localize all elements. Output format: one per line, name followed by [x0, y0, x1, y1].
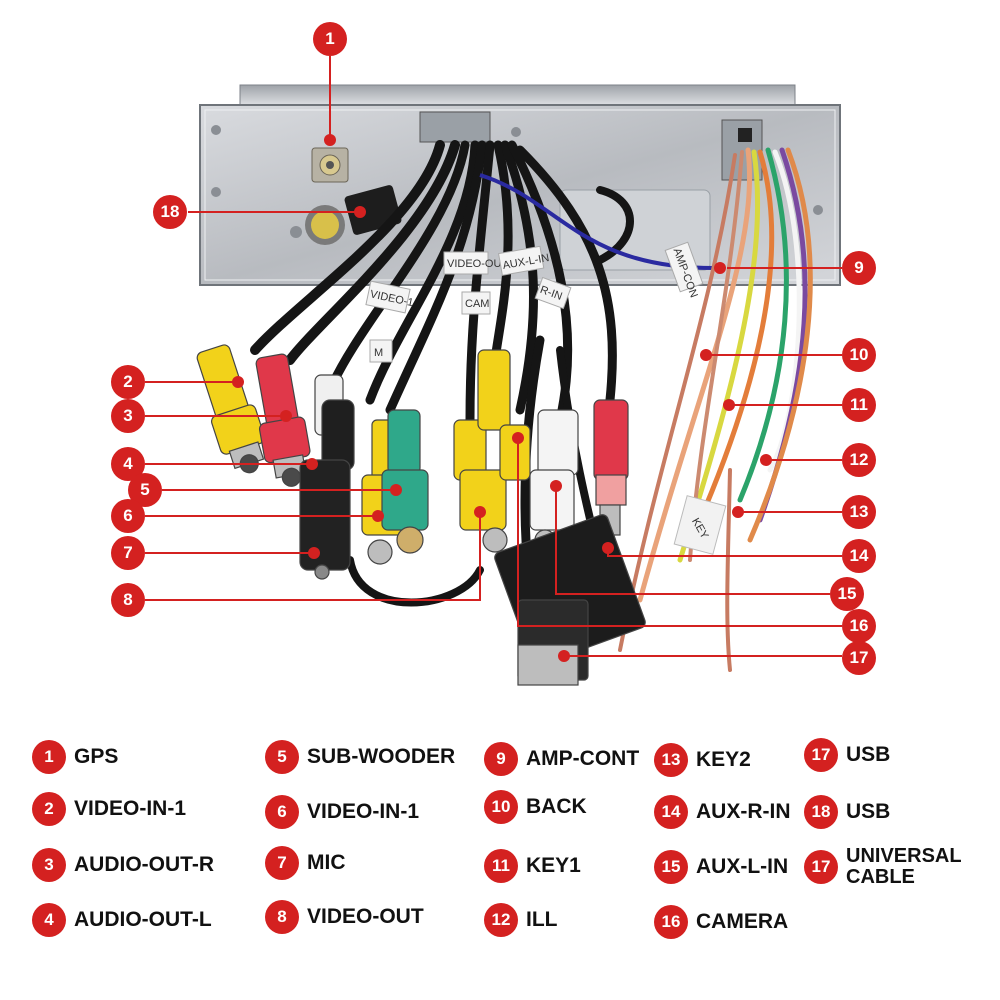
legend-item-key1: 11 KEY1: [484, 849, 581, 883]
legend-label: GPS: [74, 745, 119, 768]
callout-16: 16: [842, 609, 876, 643]
callout-7: 7: [111, 536, 145, 570]
legend-item-aux-l-in: 15 AUX-L-IN: [654, 850, 788, 884]
callout-6: 6: [111, 499, 145, 533]
legend-label: VIDEO-IN-1: [307, 800, 420, 823]
wire-harness: [618, 147, 813, 672]
callout-8: 8: [111, 583, 145, 617]
legend-label: USB: [846, 743, 891, 766]
legend-item-audio-out-r: 3 AUDIO-OUT-R: [32, 848, 214, 882]
legend-item-ill: 12 ILL: [484, 903, 558, 937]
legend-badge: 13: [654, 743, 688, 777]
tag-cam: CAM: [465, 298, 489, 310]
legend-item-usb-18: 18 USB: [804, 795, 890, 829]
legend-label: MIC: [307, 851, 346, 874]
callout-15: 15: [830, 577, 864, 611]
callout-14: 14: [842, 539, 876, 573]
callout-9: 9: [842, 251, 876, 285]
legend-badge: 15: [654, 850, 688, 884]
legend-badge: 16: [654, 905, 688, 939]
legend-label: USB: [846, 800, 891, 823]
callout-1: 1: [313, 22, 347, 56]
gps-connector: [311, 147, 349, 183]
legend-badge: 14: [654, 795, 688, 829]
tag-video-out: VIDEO-OUT: [447, 258, 508, 270]
legend-label: UNIVERSAL CABLE: [846, 845, 962, 888]
legend-label: SUB-WOODER: [307, 745, 456, 768]
black-cable-bundle: [250, 140, 634, 645]
legend-item-video-in-1: 2 VIDEO-IN-1: [32, 792, 186, 826]
callout-10: 10: [842, 338, 876, 372]
legend-badge: 2: [32, 792, 66, 826]
legend-label: AUDIO-OUT-L: [74, 908, 212, 931]
legend-item-usb-17: 17 USB: [804, 738, 890, 772]
tag-m: M: [374, 347, 383, 359]
legend-badge: 17: [804, 850, 838, 884]
legend-item-audio-out-l: 4 AUDIO-OUT-L: [32, 903, 212, 937]
legend-item-aux-r-in: 14 AUX-R-IN: [654, 795, 791, 829]
rca-connectors: [196, 344, 646, 686]
callout-12: 12: [842, 443, 876, 477]
callout-3: 3: [111, 399, 145, 433]
callout-18: 18: [153, 195, 187, 229]
legend-label: AUX-L-IN: [696, 855, 789, 878]
leader-lines: [145, 56, 842, 657]
legend-label: AMP-CONT: [526, 747, 640, 770]
legend-item-universal-cable: 17 UNIVERSAL CABLE: [804, 846, 986, 888]
legend-badge: 17: [804, 738, 838, 772]
legend-item-back: 10 BACK: [484, 790, 587, 824]
legend-badge: 9: [484, 742, 518, 776]
legend-label: CAMERA: [696, 910, 789, 933]
legend-label: AUDIO-OUT-R: [74, 853, 214, 876]
leader-dots: [232, 134, 772, 662]
callout-11: 11: [842, 388, 876, 422]
legend-item-sub-wooder: 5 SUB-WOODER: [265, 740, 455, 774]
legend-badge: 5: [265, 740, 299, 774]
legend-label: KEY2: [696, 748, 751, 771]
legend-item-video-in-1b: 6 VIDEO-IN-1: [265, 795, 419, 829]
callout-2: 2: [111, 365, 145, 399]
legend-badge: 18: [804, 795, 838, 829]
legend-badge: 8: [265, 900, 299, 934]
legend-item-mic: 7 MIC: [265, 846, 346, 880]
legend-label: VIDEO-IN-1: [74, 797, 187, 820]
legend-badge: 6: [265, 795, 299, 829]
legend-label: AUX-R-IN: [696, 800, 791, 823]
legend-badge: 11: [484, 849, 518, 883]
legend-badge: 3: [32, 848, 66, 882]
legend-badge: 4: [32, 903, 66, 937]
legend-item-key2: 13 KEY2: [654, 743, 751, 777]
callout-13: 13: [842, 495, 876, 529]
legend-item-video-out: 8 VIDEO-OUT: [265, 900, 424, 934]
usb-socket: [305, 205, 345, 245]
legend-badge: 12: [484, 903, 518, 937]
legend-item-camera: 16 CAMERA: [654, 905, 788, 939]
legend-badge: 7: [265, 846, 299, 880]
legend-label: KEY1: [526, 854, 581, 877]
legend-label: ILL: [526, 908, 558, 931]
legend-badge: 10: [484, 790, 518, 824]
legend-badge: 1: [32, 740, 66, 774]
legend-label: BACK: [526, 795, 587, 818]
callout-17: 17: [842, 641, 876, 675]
legend-label: VIDEO-OUT: [307, 905, 424, 928]
legend-item-gps: 1 GPS: [32, 740, 118, 774]
legend-item-amp-cont: 9 AMP-CONT: [484, 742, 639, 776]
